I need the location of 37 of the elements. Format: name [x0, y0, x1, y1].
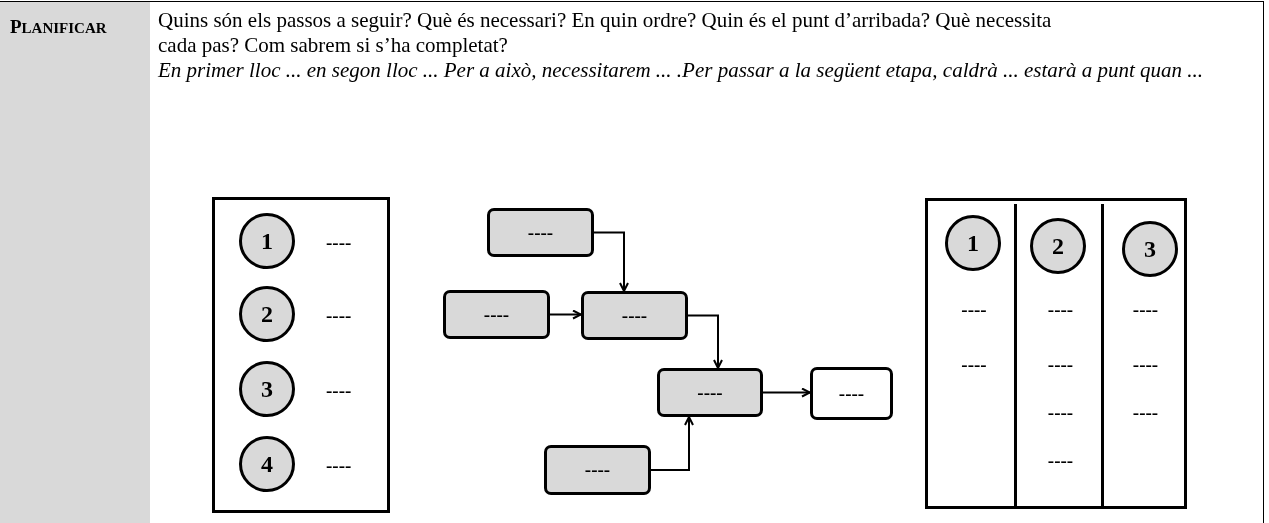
placeholder-text: ----	[326, 381, 352, 401]
step-circle: 3	[1122, 221, 1178, 277]
list-frame	[212, 197, 390, 513]
step-circle: 2	[239, 286, 295, 342]
step-circle: 4	[239, 436, 295, 492]
placeholder-text: ----	[1046, 355, 1075, 375]
placeholder-text: ----	[326, 306, 352, 326]
arrow	[687, 314, 723, 369]
question-text: Quins són els passos a seguir? Què és necessari? En quin ordre? Quin és el punt d’arribada? Què necessita cada pas? Com sabrem si s’ha completat?	[158, 8, 1053, 58]
placeholder-text: ----	[1131, 300, 1160, 320]
placeholder-text: ----	[326, 233, 352, 253]
placeholder-text: ----	[960, 300, 988, 320]
step-circle: 2	[1030, 218, 1086, 274]
placeholder-text: ----	[1046, 403, 1075, 423]
step-box: ----	[544, 445, 651, 495]
table-frame	[925, 198, 1187, 509]
header-cell	[0, 2, 150, 523]
arrow	[650, 416, 694, 471]
placeholder-text: ----	[1131, 355, 1160, 375]
placeholder-text: ----	[1046, 300, 1075, 320]
step-circle: 1	[945, 215, 1001, 271]
placeholder-text: ----	[326, 456, 352, 476]
step-circle: 3	[239, 361, 295, 417]
step-box: ----	[657, 368, 763, 417]
step-box: ----	[581, 291, 688, 340]
arrow	[762, 387, 811, 398]
step-box: ----	[443, 290, 550, 339]
placeholder-text: ----	[1131, 403, 1160, 423]
arrow	[593, 231, 629, 292]
step-box: ----	[487, 208, 594, 257]
placeholder-text: ----	[1046, 451, 1075, 471]
section-heading: PLANIFICAR	[10, 16, 107, 38]
placeholder-text: ----	[960, 355, 988, 375]
step-box: ----	[810, 367, 893, 420]
step-circle: 1	[239, 213, 295, 269]
arrow	[549, 309, 582, 320]
example-text: En primer lloc ... en segon lloc ... Per a això, necessitarem ... .Per passar a la següent etapa, caldrà ... estarà a punt quan ...	[158, 58, 1204, 83]
